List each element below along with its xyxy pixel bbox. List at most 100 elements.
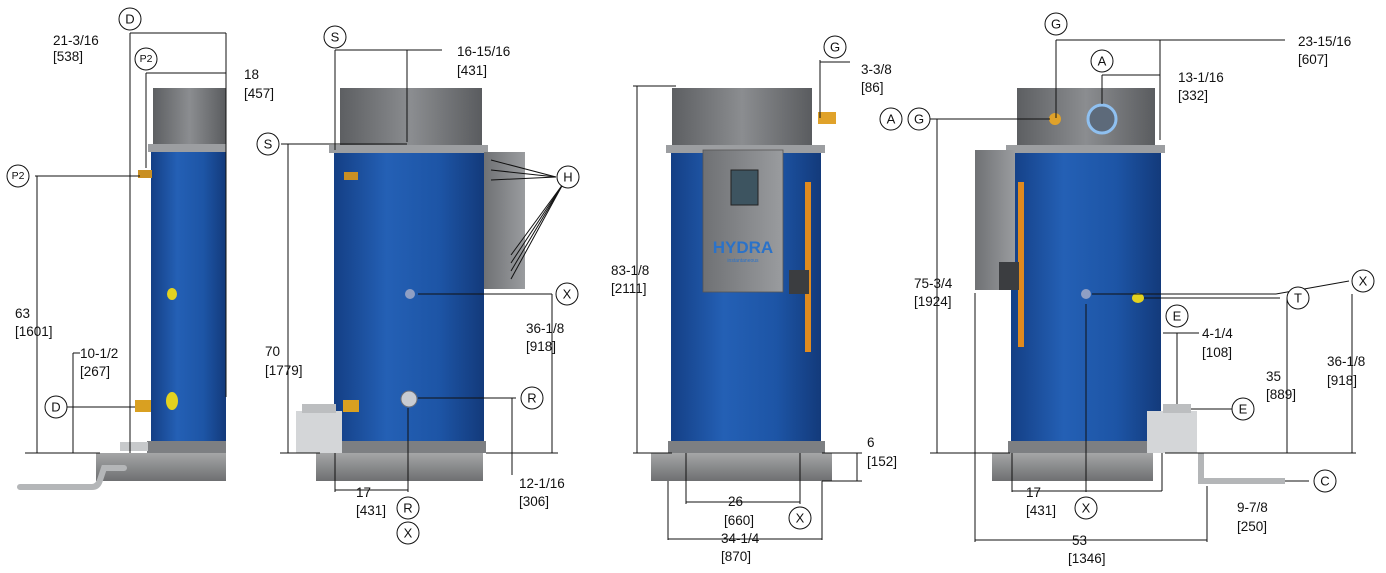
callout-X: X bbox=[788, 506, 812, 530]
svg-text:[108]: [108] bbox=[1202, 345, 1232, 360]
svg-text:T: T bbox=[1294, 291, 1302, 306]
drain-valve bbox=[135, 400, 151, 412]
svg-text:[431]: [431] bbox=[356, 503, 386, 518]
dim-26: 26 bbox=[728, 494, 743, 509]
leader-lines-H bbox=[490, 159, 564, 280]
thermostat-port bbox=[1132, 293, 1144, 303]
dim-36-1-8: 36-1/8 bbox=[1327, 354, 1365, 369]
vent-adapter bbox=[1147, 411, 1197, 453]
brand-logo: HYDRA bbox=[713, 238, 773, 257]
condensate-pipe bbox=[1198, 453, 1285, 484]
svg-text:[2111]: [2111] bbox=[611, 281, 647, 296]
svg-text:[431]: [431] bbox=[457, 63, 487, 78]
dim-889: [889] bbox=[1266, 387, 1296, 402]
dim-36-1-8: 36-1/8 bbox=[526, 321, 564, 336]
svg-text:[86]: [86] bbox=[861, 80, 884, 95]
view-side-left: 21-3/16 [538] 18 [457] 63 [1601] 10-1/2 … bbox=[6, 7, 274, 490]
svg-text:[538]: [538] bbox=[53, 49, 83, 64]
callout-S-top: S bbox=[323, 25, 347, 49]
dim-332: [332] bbox=[1178, 88, 1208, 103]
top-collar bbox=[1006, 145, 1165, 153]
dim-17: 17 bbox=[356, 485, 371, 500]
dim-21-3-16: 21-3/16 bbox=[53, 33, 99, 48]
svg-text:S: S bbox=[331, 30, 340, 45]
dim-35: 35 bbox=[1266, 369, 1281, 384]
svg-text:E: E bbox=[1173, 309, 1182, 324]
pipe-coupling bbox=[120, 442, 148, 451]
svg-text:G: G bbox=[1051, 17, 1061, 32]
dim-431: [431] bbox=[356, 503, 386, 518]
top-housing bbox=[153, 88, 226, 147]
svg-text:H: H bbox=[563, 170, 572, 185]
dim-34-1-4: 34-1/4 bbox=[721, 531, 760, 546]
sensor-port bbox=[405, 289, 415, 299]
dim-431: [431] bbox=[1026, 503, 1056, 518]
svg-text:23-15/16: 23-15/16 bbox=[1298, 34, 1351, 49]
callout-D-bottom: D bbox=[44, 395, 68, 419]
callout-R-right: R bbox=[520, 386, 544, 410]
svg-text:P2: P2 bbox=[12, 170, 25, 182]
svg-text:[918]: [918] bbox=[1327, 373, 1357, 388]
dim-607: [607] bbox=[1298, 52, 1328, 67]
gas-train-pipe bbox=[1018, 182, 1024, 347]
svg-text:X: X bbox=[1359, 274, 1368, 289]
dim-1601: [1601] bbox=[15, 324, 53, 339]
top-housing bbox=[1017, 88, 1155, 145]
svg-text:36-1/8: 36-1/8 bbox=[1327, 354, 1365, 369]
svg-text:[332]: [332] bbox=[1178, 88, 1208, 103]
dim-660: [660] bbox=[724, 513, 754, 528]
top-collar bbox=[666, 145, 825, 153]
svg-text:A: A bbox=[887, 112, 896, 127]
callout-H: H bbox=[556, 165, 580, 189]
callout-G-top: G bbox=[1044, 12, 1068, 36]
pump bbox=[789, 270, 809, 294]
dim-13-1-16: 13-1/16 bbox=[1178, 70, 1224, 85]
dim-250: [250] bbox=[1237, 519, 1267, 534]
svg-text:D: D bbox=[51, 400, 60, 415]
air-intake bbox=[1086, 103, 1118, 135]
svg-text:53: 53 bbox=[1072, 533, 1087, 548]
dim-12-1-16: 12-1/16 bbox=[519, 476, 565, 491]
callout-P2-top: P2 bbox=[134, 47, 158, 71]
svg-text:P2: P2 bbox=[140, 53, 153, 65]
tank-bottom-ring bbox=[668, 441, 825, 453]
svg-text:D: D bbox=[125, 12, 134, 27]
callout-P2-left: P2 bbox=[6, 164, 30, 188]
dim-86: [86] bbox=[861, 80, 884, 95]
svg-text:X: X bbox=[1082, 501, 1091, 516]
dim-918: [918] bbox=[1327, 373, 1357, 388]
dim-267: [267] bbox=[80, 364, 110, 379]
svg-text:A: A bbox=[1098, 54, 1107, 69]
svg-text:G: G bbox=[914, 112, 924, 127]
vent-collar bbox=[302, 404, 336, 413]
svg-text:[457]: [457] bbox=[244, 86, 274, 101]
svg-text:17: 17 bbox=[356, 485, 371, 500]
callout-D-top: D bbox=[118, 7, 142, 31]
svg-text:X: X bbox=[404, 526, 413, 541]
svg-text:12-1/16: 12-1/16 bbox=[519, 476, 565, 491]
dim-6: 6 bbox=[867, 435, 875, 450]
svg-text:[267]: [267] bbox=[80, 364, 110, 379]
dim-17: 17 bbox=[1026, 485, 1041, 500]
svg-text:4-1/4: 4-1/4 bbox=[1202, 326, 1233, 341]
dim-63: 63 bbox=[15, 306, 30, 321]
svg-text:63: 63 bbox=[15, 306, 30, 321]
callout-A-left: A bbox=[879, 107, 903, 131]
brand-subtext: instantaneous bbox=[727, 258, 759, 264]
svg-text:[306]: [306] bbox=[519, 494, 549, 509]
svg-text:16-15/16: 16-15/16 bbox=[457, 44, 510, 59]
dim-83-1-8: 83-1/8 bbox=[611, 263, 649, 278]
drain-valve bbox=[343, 400, 359, 412]
svg-text:[889]: [889] bbox=[1266, 387, 1296, 402]
gas-train-pipe bbox=[805, 182, 811, 352]
callout-T: T bbox=[1286, 286, 1310, 310]
callout-E-right: E bbox=[1231, 397, 1255, 421]
callout-X-bottom: X bbox=[396, 521, 420, 545]
pressure-fitting bbox=[138, 170, 152, 178]
svg-text:R: R bbox=[403, 501, 412, 516]
gas-inlet bbox=[1049, 113, 1061, 125]
dim-53: 53 bbox=[1072, 533, 1087, 548]
top-collar bbox=[148, 144, 226, 152]
display-screen bbox=[730, 169, 759, 206]
